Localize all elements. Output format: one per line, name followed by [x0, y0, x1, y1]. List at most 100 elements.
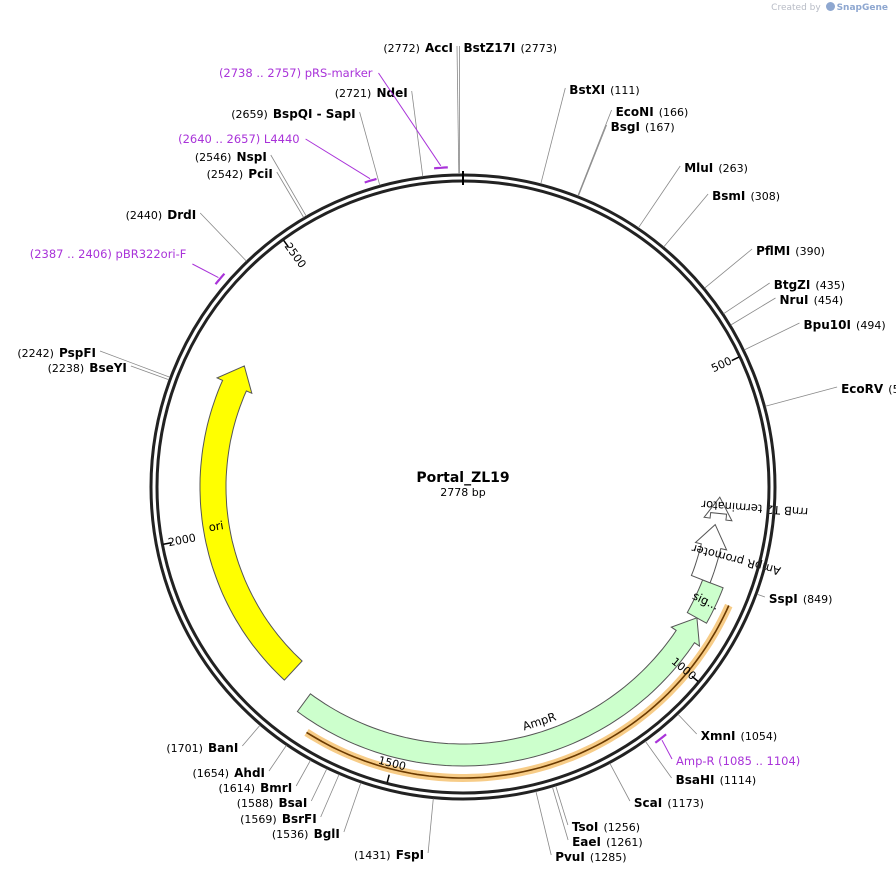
site-label-sspi: SspI (849) [769, 588, 833, 607]
site-leader-bsahi [645, 741, 672, 779]
site-position: (2546) [195, 151, 232, 164]
site-name: NspI [237, 150, 267, 164]
site-position: (390) [795, 245, 825, 258]
site-name: BglI [314, 827, 340, 841]
feature-ampr [296, 617, 701, 767]
site-name: AhdI [234, 766, 265, 780]
tick-2500 [283, 239, 289, 248]
site-leader-pspfi [99, 350, 171, 378]
site-leader-bpu10i [744, 322, 800, 351]
watermark-created-by: Created by [771, 3, 821, 13]
site-label-bstz17i: BstZ17I (2773) [464, 37, 558, 56]
site-leader-bsmi [663, 193, 709, 248]
site-position: (2659) [231, 108, 268, 121]
site-name: TsoI [572, 820, 598, 834]
site-position: (2242) [17, 347, 54, 360]
site-position: (1588) [237, 797, 274, 810]
site-label-drdi: (2440) DrdI [126, 204, 197, 223]
site-position: (2773) [520, 42, 557, 55]
site-position: (1054) [741, 730, 778, 743]
site-label-ahdi: (1654) AhdI [192, 762, 265, 781]
feature-ampr-signal [686, 579, 724, 624]
site-name: PvuI [555, 850, 585, 864]
site-name: AccI [425, 41, 453, 55]
site-label-bseyi: (2238) BseYI [48, 357, 127, 376]
site-position: (2542) [207, 168, 244, 181]
site-leader-scai [609, 763, 631, 802]
feature-label-ori: ori [208, 518, 225, 534]
site-name: BseYI [89, 361, 127, 375]
site-name: BsrFI [282, 812, 317, 826]
primer-leader-0 [378, 72, 442, 167]
site-position: (2238) [48, 362, 85, 375]
primer-binding-line [306, 605, 730, 779]
site-leader-tsoi [555, 785, 569, 826]
site-label-bspqi-sapi: (2659) BspQI - SapI [231, 103, 355, 122]
site-label-pvui: PvuI (1285) [555, 846, 626, 865]
site-name: BtgZI [774, 278, 811, 292]
site-name: XmnI [701, 729, 736, 743]
site-leader-pvui [535, 791, 552, 856]
site-leader-drdi [199, 212, 247, 262]
site-position: (111) [610, 84, 640, 97]
site-name: BsmI [712, 189, 745, 203]
primer-label-3: Amp-R (1085 .. 1104) [676, 754, 800, 768]
primer-label-0: (2738 .. 2757) pRS-marker [219, 66, 373, 80]
site-leader-pflmi [704, 248, 753, 289]
site-label-bsrfi: (1569) BsrFI [240, 808, 317, 827]
site-label-bsahi: BsaHI (1114) [676, 769, 757, 788]
site-position: (1285) [590, 851, 627, 864]
site-label-tsoi: TsoI (1256) [572, 816, 640, 835]
site-label-bani: (1701) BanI [166, 737, 238, 756]
site-label-bstxi: BstXI (111) [569, 79, 639, 98]
site-name: EaeI [572, 835, 601, 849]
primer-arrow-2 [214, 272, 226, 285]
site-name: PflMI [756, 244, 790, 258]
site-label-bsgi: BsgI (167) [611, 116, 675, 135]
site-label-econi: EcoNI (166) [616, 101, 689, 120]
primer-label-2: (2387 .. 2406) pBR322ori-F [30, 247, 187, 261]
site-leader-pcii [276, 171, 305, 218]
site-leader-bspqi-sapi [359, 111, 381, 186]
snapgene-watermark: Created by SnapGene [771, 2, 888, 13]
primer-arrow-3 [654, 733, 667, 744]
site-leader-mlui [638, 165, 681, 229]
site-name: NruI [780, 293, 809, 307]
site-position: (494) [856, 319, 886, 332]
site-label-ecorv: EcoRV (579) [841, 378, 896, 397]
site-label-xmni: XmnI (1054) [701, 725, 777, 744]
tick-1000 [691, 675, 699, 682]
site-label-nspi: (2546) NspI [195, 146, 267, 165]
site-position: (1431) [354, 849, 391, 862]
primer-leader-3 [661, 739, 673, 760]
site-name: PspFI [59, 346, 96, 360]
snapgene-logo-icon [825, 2, 835, 11]
site-position: (1701) [166, 742, 203, 755]
site-position: (167) [645, 121, 675, 134]
site-position: (308) [750, 190, 780, 203]
site-name: PciI [248, 167, 273, 181]
map-center: Portal_ZL19 2778 bp [416, 470, 509, 499]
site-leader-bseyi [130, 365, 170, 381]
site-label-scai: ScaI (1173) [634, 792, 704, 811]
site-name: DrdI [167, 208, 196, 222]
site-leader-acci [456, 45, 460, 175]
site-leader-bgli [343, 782, 362, 833]
site-name: BspQI - SapI [273, 107, 356, 121]
site-position: (1261) [606, 836, 643, 849]
site-label-ndei: (2721) NdeI [335, 82, 408, 101]
site-position: (1256) [603, 821, 640, 834]
site-name: BstZ17I [464, 41, 516, 55]
primer-arrow-1 [364, 177, 377, 184]
site-label-fspi: (1431) FspI [354, 844, 424, 863]
site-name: FspI [396, 848, 424, 862]
site-label-bmri: (1614) BmrI [218, 777, 292, 796]
site-position: (263) [718, 162, 748, 175]
site-leader-econi [577, 109, 612, 196]
primer-label-1: (2640 .. 2657) L4440 [178, 132, 299, 146]
site-label-pflmi: PflMI (390) [756, 240, 825, 259]
site-name: BsgI [611, 120, 640, 134]
site-leader-xmni [677, 714, 697, 735]
